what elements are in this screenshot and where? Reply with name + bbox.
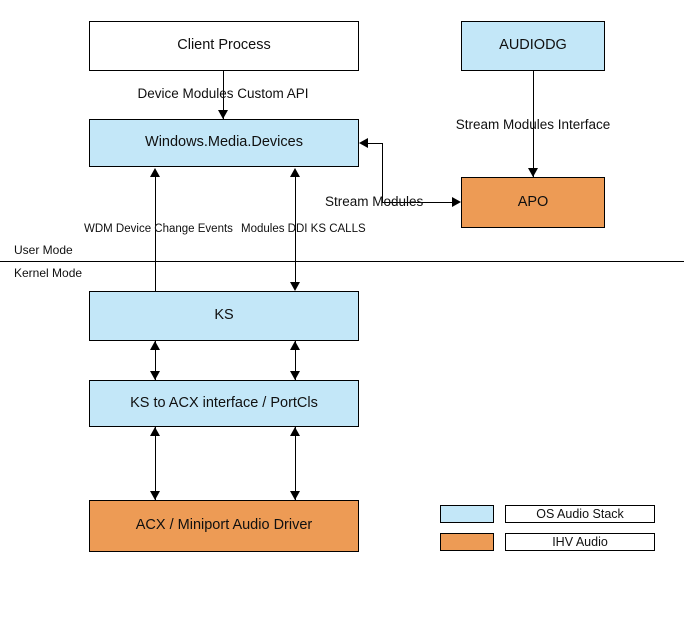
edge-ks-to-portcls-left-line: [155, 341, 156, 380]
edge-label-device-modules-custom-api: Device Modules Custom API: [137, 86, 309, 101]
label-user-mode: User Mode: [14, 243, 73, 257]
edge-portcls-to-acx-left-arrowhead-up: [149, 427, 160, 436]
node-apo-label: APO: [517, 193, 549, 210]
edge-modules-ddi-ks-calls-line: [295, 176, 296, 282]
edge-label-stream-modules-interface: Stream Modules Interface: [455, 117, 611, 132]
legend-label-ihv-audio-text: IHV Audio: [552, 535, 608, 549]
edge-portcls-to-acx-right-line: [295, 427, 296, 500]
edge-portcls-to-acx-left-arrowhead-down: [149, 491, 160, 500]
edge-stream-modules-to-apo-segment: [382, 202, 454, 203]
edge-wdm-device-change-events-arrowhead: [149, 168, 160, 177]
legend-label-os-audio-stack: OS Audio Stack: [505, 505, 655, 523]
node-windows-media-devices[interactable]: Windows.Media.Devices: [89, 119, 359, 167]
edge-ks-to-portcls-left-arrowhead-up: [149, 341, 160, 350]
node-apo[interactable]: APO: [461, 177, 605, 228]
legend-label-ihv-audio: IHV Audio: [505, 533, 655, 551]
node-audiodg-label: AUDIODG: [499, 37, 567, 54]
edge-stream-modules-to-wmd-segment: [367, 143, 383, 144]
edge-portcls-to-acx-left-line: [155, 427, 156, 500]
edge-modules-ddi-ks-calls-arrowhead-up: [289, 168, 300, 177]
node-audiodg[interactable]: AUDIODG: [461, 21, 605, 71]
edge-label-modules-ddi-ks-calls: Modules DDI KS CALLS: [241, 223, 366, 235]
legend-swatch-os-audio-stack: [440, 505, 494, 523]
edge-ks-to-portcls-right-arrowhead-up: [289, 341, 300, 350]
edge-stream-modules-to-apo-arrowhead: [452, 196, 461, 207]
node-ks[interactable]: KS: [89, 291, 359, 341]
edge-ks-to-portcls-left-arrowhead-down: [149, 371, 160, 380]
edge-wdm-device-change-events-line: [155, 176, 156, 291]
node-acx-miniport-label: ACX / Miniport Audio Driver: [135, 517, 313, 534]
legend-swatch-ihv-audio: [440, 533, 494, 551]
edge-ks-to-portcls-right-line: [295, 341, 296, 380]
node-ks-to-acx-portcls-label: KS to ACX interface / PortCls: [130, 394, 318, 411]
node-client-process-label: Client Process: [177, 37, 271, 54]
node-client-process[interactable]: Client Process: [89, 21, 359, 71]
label-kernel-mode: Kernel Mode: [14, 266, 83, 280]
edge-portcls-to-acx-right-arrowhead-up: [289, 427, 300, 436]
node-windows-media-devices-label: Windows.Media.Devices: [145, 134, 303, 151]
edge-label-stream-modules: Stream Modules: [325, 194, 424, 209]
edge-ks-to-portcls-right-arrowhead-down: [289, 371, 300, 380]
node-ks-to-acx-portcls[interactable]: KS to ACX interface / PortCls: [89, 380, 359, 427]
edge-modules-ddi-ks-calls-arrowhead-down: [289, 282, 300, 291]
user-kernel-mode-divider: [0, 261, 684, 262]
node-acx-miniport-audio-driver[interactable]: ACX / Miniport Audio Driver: [89, 500, 359, 552]
edge-label-wdm-device-change-events: WDM Device Change Events: [84, 223, 233, 235]
edge-audiodg-to-apo-line: [533, 71, 534, 177]
legend-label-os-audio-stack-text: OS Audio Stack: [536, 507, 624, 521]
edge-portcls-to-acx-right-arrowhead-down: [289, 491, 300, 500]
edge-stream-modules-vertical-segment: [382, 143, 383, 203]
edge-client-to-wmd-arrowhead: [217, 110, 228, 119]
node-ks-label: KS: [214, 307, 234, 324]
edge-audiodg-to-apo-arrowhead: [527, 168, 538, 177]
edge-client-to-wmd-line: [223, 71, 224, 119]
edge-stream-modules-to-wmd-arrowhead: [359, 137, 368, 148]
